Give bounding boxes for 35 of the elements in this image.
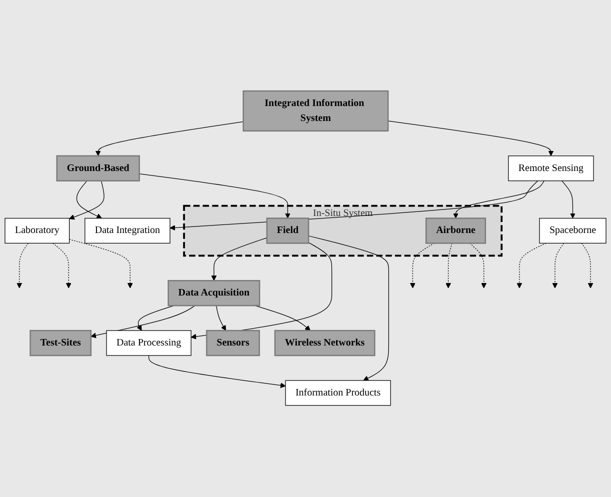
arrow (211, 238, 268, 282)
arrow (68, 239, 133, 289)
node-box: Ground-Based (56, 156, 140, 182)
arrow (562, 180, 576, 219)
arrow (388, 120, 554, 156)
node-box: Remote Sensing (508, 156, 594, 182)
node-box: Airborne (425, 218, 486, 244)
arrow (148, 356, 286, 388)
arrow (516, 243, 546, 289)
arrow (69, 180, 104, 220)
arrow (139, 174, 290, 219)
node-box: Data Processing (106, 330, 192, 356)
node-box: Sensors (206, 330, 260, 356)
node-box: Data Acquisition (168, 280, 260, 307)
arrow (446, 243, 452, 289)
arrow (453, 180, 544, 219)
arrow (76, 180, 102, 219)
arrow (95, 122, 244, 156)
node-box: Integrated Information System (242, 90, 389, 132)
node-box: Wireless Networks (274, 330, 376, 356)
node-box: Data Integration (84, 218, 170, 244)
arrow (16, 243, 29, 289)
arrow (552, 243, 564, 289)
node-box: Laboratory (4, 218, 70, 244)
arrow (52, 243, 72, 289)
node-box: Field (266, 218, 310, 244)
node-box: Information Products (285, 380, 391, 406)
arrow (216, 306, 226, 332)
arrow (469, 243, 487, 289)
node-box: Spaceborne (539, 218, 606, 244)
arrow (170, 180, 538, 231)
arrow (581, 243, 594, 289)
arrow (410, 243, 435, 289)
node-box: Test-Sites (30, 330, 92, 356)
arrow (308, 236, 390, 382)
